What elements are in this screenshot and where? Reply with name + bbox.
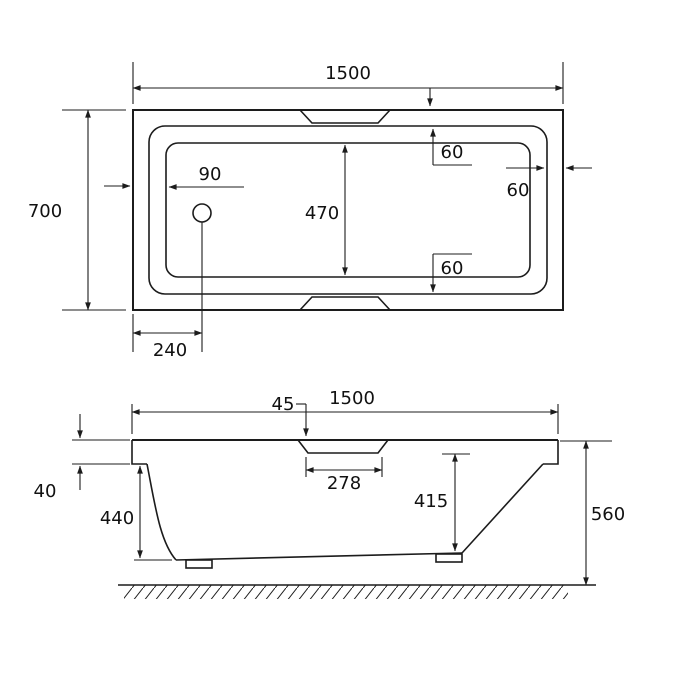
plan-length-label: 1500 bbox=[325, 63, 371, 84]
elevation-grip-recess bbox=[297, 439, 389, 454]
plan-drain-hole bbox=[192, 203, 212, 223]
ground bbox=[118, 584, 596, 599]
plan-rim-bottom-label: 60 bbox=[441, 258, 464, 279]
elevation-rim-thickness-label: 40 bbox=[34, 481, 57, 502]
elevation-external-depth-label: 440 bbox=[100, 508, 134, 529]
plan-basin-edge bbox=[165, 142, 531, 278]
plan-outer-edge bbox=[132, 109, 564, 311]
elevation-left-lip bbox=[131, 440, 147, 465]
bath-elevation-outline bbox=[131, 439, 559, 569]
elevation-sloped-end bbox=[461, 463, 544, 554]
elevation-internal-depth-label: 415 bbox=[414, 491, 448, 512]
plan-top-grip bbox=[299, 109, 391, 124]
plan-rim-edge bbox=[148, 125, 548, 295]
plan-drain-offset-label: 90 bbox=[199, 164, 222, 185]
plan-rim-top-label: 60 bbox=[441, 142, 464, 163]
plan-view: 1500 700 90 470 60 60 60 bbox=[28, 62, 592, 361]
elevation-right-foot bbox=[435, 553, 463, 563]
plan-rim-right-label: 60 bbox=[507, 180, 530, 201]
plan-dimensions: 1500 700 90 470 60 60 60 bbox=[28, 62, 592, 361]
elevation-left-wall bbox=[146, 463, 177, 561]
elevation-right-lip bbox=[543, 440, 559, 465]
plan-drain-from-end-label: 240 bbox=[153, 340, 187, 361]
elevation-recess-length-label: 278 bbox=[327, 473, 361, 494]
elevation-overall-height-label: 560 bbox=[591, 504, 625, 525]
plan-width-label: 700 bbox=[28, 201, 62, 222]
bath-plan-outline bbox=[132, 109, 564, 311]
elevation-length-label: 1500 bbox=[329, 388, 375, 409]
plan-internal-width-label: 470 bbox=[305, 203, 339, 224]
elevation-floor bbox=[175, 552, 463, 561]
elevation-view: 1500 45 278 40 440 415 bbox=[34, 388, 625, 599]
ground-hatching bbox=[124, 585, 568, 599]
elevation-left-foot bbox=[185, 559, 213, 569]
plan-bottom-grip bbox=[299, 296, 391, 311]
elevation-recess-depth-label: 45 bbox=[272, 394, 295, 415]
elevation-dimensions: 1500 45 278 40 440 415 bbox=[34, 388, 625, 586]
